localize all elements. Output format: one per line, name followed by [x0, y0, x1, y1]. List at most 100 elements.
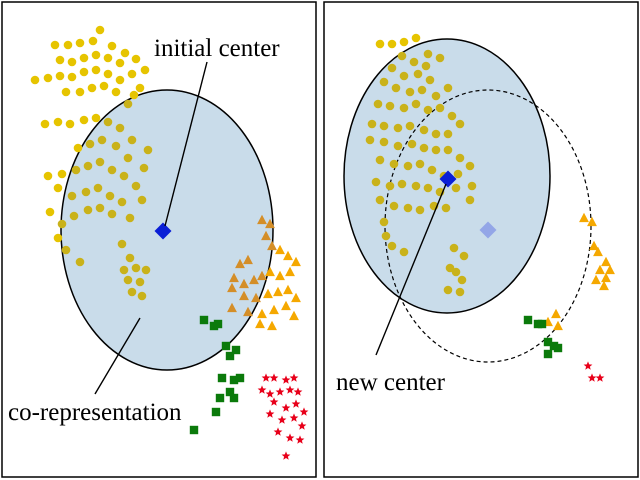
- green-square: [231, 345, 241, 355]
- orange-triangle: [243, 254, 253, 265]
- yellow-dot: [53, 233, 63, 243]
- yellow-dot: [381, 231, 391, 241]
- initial-center-leader: [164, 61, 208, 227]
- yellow-dot: [140, 65, 150, 75]
- yellow-dot: [387, 63, 397, 73]
- orange-triangle: [285, 266, 295, 277]
- yellow-dot: [453, 169, 463, 179]
- red-star: [285, 385, 295, 394]
- yellow-dot: [93, 183, 103, 193]
- yellow-dot: [115, 58, 125, 68]
- green-square: [211, 407, 221, 417]
- yellow-dot: [419, 125, 429, 135]
- yellow-dot: [107, 165, 117, 175]
- panel-left: initial center co-representation: [1, 1, 317, 478]
- orange-triangle: [601, 256, 611, 267]
- orange-triangle: [291, 256, 301, 267]
- yellow-dot: [391, 83, 401, 93]
- yellow-dot: [57, 219, 67, 229]
- yellow-dot: [399, 37, 409, 47]
- yellow-dot: [379, 217, 389, 227]
- yellow-dot: [465, 195, 475, 205]
- orange-triangle: [269, 304, 279, 315]
- yellow-dot: [459, 251, 469, 261]
- yellow-dot: [137, 195, 147, 205]
- green-square: [229, 393, 239, 403]
- red-star: [281, 451, 291, 460]
- yellow-dot: [61, 245, 71, 255]
- red-star: [277, 415, 287, 424]
- red-star: [269, 397, 279, 406]
- yellow-dot: [79, 53, 89, 63]
- yellow-dot: [135, 83, 145, 93]
- yellow-dot: [375, 39, 385, 49]
- yellow-dot: [127, 69, 137, 79]
- green-square: [213, 319, 223, 329]
- orange-triangle: [275, 244, 285, 255]
- yellow-dot: [105, 191, 115, 201]
- yellow-dot: [443, 83, 453, 93]
- yellow-dot: [399, 71, 409, 81]
- yellow-dot: [67, 191, 77, 201]
- yellow-dot: [385, 181, 395, 191]
- red-star: [265, 389, 275, 398]
- orange-triangle: [275, 270, 285, 281]
- green-square: [225, 387, 235, 397]
- yellow-dot: [127, 287, 137, 297]
- yellow-dot: [413, 69, 423, 79]
- yellow-dot: [421, 61, 431, 71]
- yellow-dot: [455, 119, 465, 129]
- yellow-dot: [79, 115, 89, 125]
- yellow-dot: [71, 165, 81, 175]
- red-star: [285, 433, 295, 442]
- yellow-dot: [397, 179, 407, 189]
- yellow-dot: [120, 48, 130, 58]
- orange-triangle: [257, 214, 267, 225]
- yellow-dot: [95, 157, 105, 167]
- yellow-dot: [107, 209, 117, 219]
- yellow-dot: [67, 72, 77, 82]
- yellow-dot: [30, 75, 40, 85]
- yellow-dot: [123, 275, 133, 285]
- yellow-dot: [375, 195, 385, 205]
- orange-triangle: [281, 300, 291, 311]
- yellow-dot: [83, 161, 93, 171]
- yellow-dot: [75, 87, 85, 97]
- orange-triangle: [257, 270, 267, 281]
- yellow-dot: [411, 181, 421, 191]
- green-square: [553, 343, 563, 353]
- yellow-dot: [103, 53, 113, 63]
- red-star: [281, 375, 291, 384]
- initial-center-label: initial center: [154, 35, 280, 62]
- orange-triangle: [257, 308, 267, 319]
- green-square: [543, 337, 553, 347]
- yellow-dot: [443, 129, 453, 139]
- red-star: [273, 427, 283, 436]
- yellow-dot: [61, 87, 71, 97]
- green-square: [229, 375, 239, 385]
- yellow-dot: [411, 99, 421, 109]
- red-star: [583, 361, 593, 370]
- yellow-dot: [95, 203, 105, 213]
- red-star: [297, 421, 307, 430]
- red-star: [289, 413, 299, 422]
- yellow-dot: [103, 69, 113, 79]
- orange-triangle: [283, 284, 293, 295]
- green-square: [221, 341, 231, 351]
- yellow-dot: [427, 165, 437, 175]
- orange-triangle: [551, 308, 561, 319]
- red-star: [587, 373, 597, 382]
- yellow-dot: [411, 33, 421, 43]
- yellow-dot: [431, 91, 441, 101]
- orange-triangle: [261, 230, 271, 241]
- red-star: [291, 399, 301, 408]
- orange-triangle: [599, 280, 609, 291]
- red-star: [299, 407, 309, 416]
- co-representation-label: co-representation: [8, 399, 182, 426]
- yellow-dot: [75, 38, 85, 48]
- yellow-dot: [371, 177, 381, 187]
- orange-triangle: [265, 218, 275, 229]
- yellow-dot: [419, 143, 429, 153]
- yellow-dot: [379, 137, 389, 147]
